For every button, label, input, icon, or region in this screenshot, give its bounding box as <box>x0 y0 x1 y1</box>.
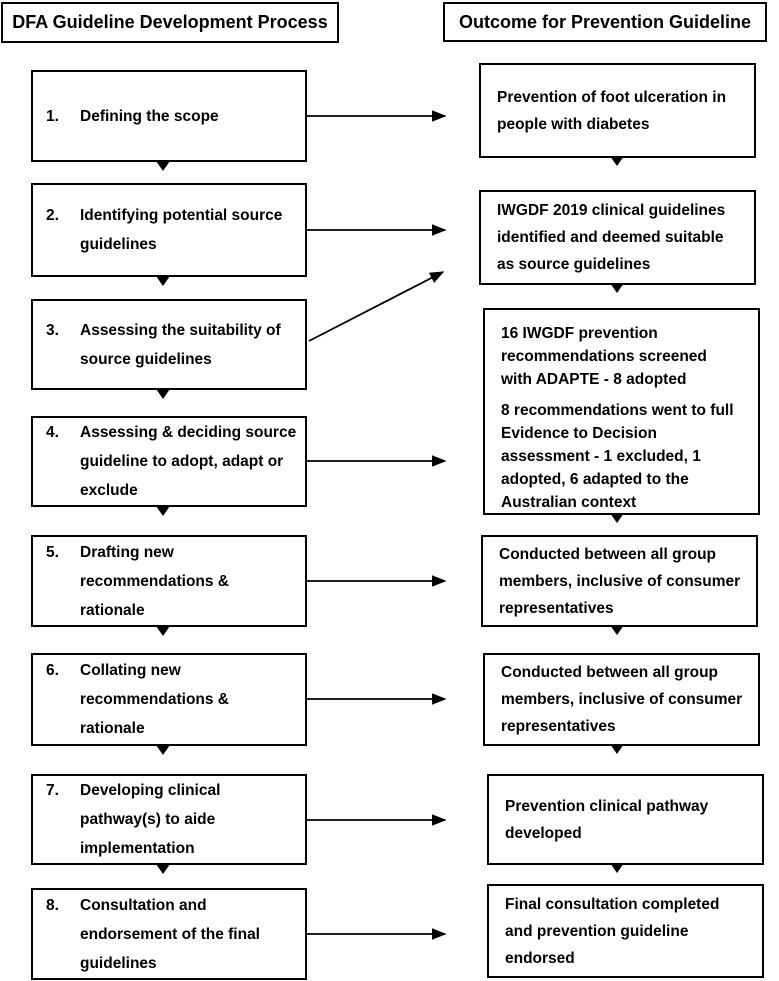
step-box-2: 2. Identifying potential source guidelin… <box>31 183 307 277</box>
outcome-box-6: Prevention clinical pathway developed <box>487 774 764 865</box>
outcome-box-3: 16 IWGDF prevention recommendations scre… <box>483 308 760 515</box>
step-row: 4. Assessing & deciding source guideline… <box>33 418 305 505</box>
outcome-text: Prevention clinical pathway developed <box>505 797 709 842</box>
step-text: Identifying potential source guidelines <box>80 207 283 253</box>
step-row: 8. Consultation and endorsement of the f… <box>33 891 305 978</box>
outcome-text: Conducted between all group members, inc… <box>499 545 741 617</box>
step-row: 3. Assessing the suitability of source g… <box>33 316 305 374</box>
step-box-8: 8. Consultation and endorsement of the f… <box>31 888 307 980</box>
step-number: 2. <box>46 207 59 224</box>
step-box-1: 1. Defining the scope <box>31 70 307 162</box>
down-arrow-outcome2 <box>610 283 624 293</box>
step-text: Defining the scope <box>80 107 219 125</box>
step-text: Developing clinical pathway(s) to aide i… <box>80 782 221 857</box>
outcome-text: Conducted between all group members, inc… <box>501 664 743 735</box>
left-column-header-label: DFA Guideline Development Process <box>12 12 328 32</box>
outcome-text-paragraph-2: 8 recommendations went to full Evidence … <box>501 402 734 511</box>
outcome-text-paragraph-1: 16 IWGDF prevention recommendations scre… <box>501 325 707 388</box>
step-row: 2. Identifying potential source guidelin… <box>33 201 305 259</box>
down-arrow-step2 <box>156 276 170 286</box>
step-number: 6. <box>46 662 59 679</box>
step-box-5: 5. Drafting new recommendations & ration… <box>31 535 307 627</box>
down-arrow-outcome3 <box>610 513 624 523</box>
step-number: 7. <box>46 782 59 799</box>
step-number: 1. <box>46 107 59 125</box>
outcome-text: Final consultation completed and prevent… <box>505 895 720 967</box>
down-arrow-outcome6 <box>610 863 624 873</box>
down-arrow-outcome1 <box>610 156 624 166</box>
step-text: Collating new recommendations & rational… <box>80 662 230 737</box>
down-arrow-step4 <box>156 506 170 516</box>
step-row: 6. Collating new recommendations & ratio… <box>33 656 305 743</box>
step-number: 3. <box>46 321 59 339</box>
step-box-7: 7. Developing clinical pathway(s) to aid… <box>31 774 307 865</box>
outcome-box-4: Conducted between all group members, inc… <box>481 535 758 627</box>
down-arrow-step3 <box>156 389 170 399</box>
step-row: 1. Defining the scope <box>33 102 305 131</box>
step-number: 5. <box>46 543 59 561</box>
step-box-6: 6. Collating new recommendations & ratio… <box>31 653 307 746</box>
down-arrow-outcome5 <box>610 744 624 754</box>
step-box-4: 4. Assessing & deciding source guideline… <box>31 416 307 507</box>
outcome-box-7: Final consultation completed and prevent… <box>487 884 764 978</box>
step-row: 5. Drafting new recommendations & ration… <box>33 538 305 625</box>
step-text: Assessing & deciding source guideline to… <box>80 424 297 499</box>
step-text: Assessing the suitability of source guid… <box>80 321 281 368</box>
right-column-header: Outcome for Prevention Guideline <box>443 2 767 42</box>
down-arrow-step7 <box>156 864 170 874</box>
step-number: 8. <box>46 896 59 914</box>
outcome-text: IWGDF 2019 clinical guidelines identifie… <box>497 202 726 273</box>
down-arrow-step1 <box>156 161 170 171</box>
step-row: 7. Developing clinical pathway(s) to aid… <box>33 776 305 863</box>
outcome-text: Prevention of foot ulceration in people … <box>497 88 727 133</box>
left-column-header: DFA Guideline Development Process <box>1 2 339 43</box>
arrow-step3-to-outcome2-diagonal <box>308 271 445 342</box>
outcome-box-5: Conducted between all group members, inc… <box>483 653 760 746</box>
step-text: Drafting new recommendations & rationale <box>80 543 230 619</box>
outcome-box-1: Prevention of foot ulceration in people … <box>479 63 756 158</box>
right-column-header-label: Outcome for Prevention Guideline <box>458 11 752 32</box>
outcome-box-2: IWGDF 2019 clinical guidelines identifie… <box>479 190 756 285</box>
down-arrow-outcome4 <box>610 625 624 635</box>
step-text: Consultation and endorsement of the fina… <box>80 896 260 972</box>
down-arrow-step6 <box>156 745 170 755</box>
down-arrow-step5 <box>156 626 170 636</box>
step-box-3: 3. Assessing the suitability of source g… <box>31 299 307 390</box>
step-number: 4. <box>46 424 59 441</box>
